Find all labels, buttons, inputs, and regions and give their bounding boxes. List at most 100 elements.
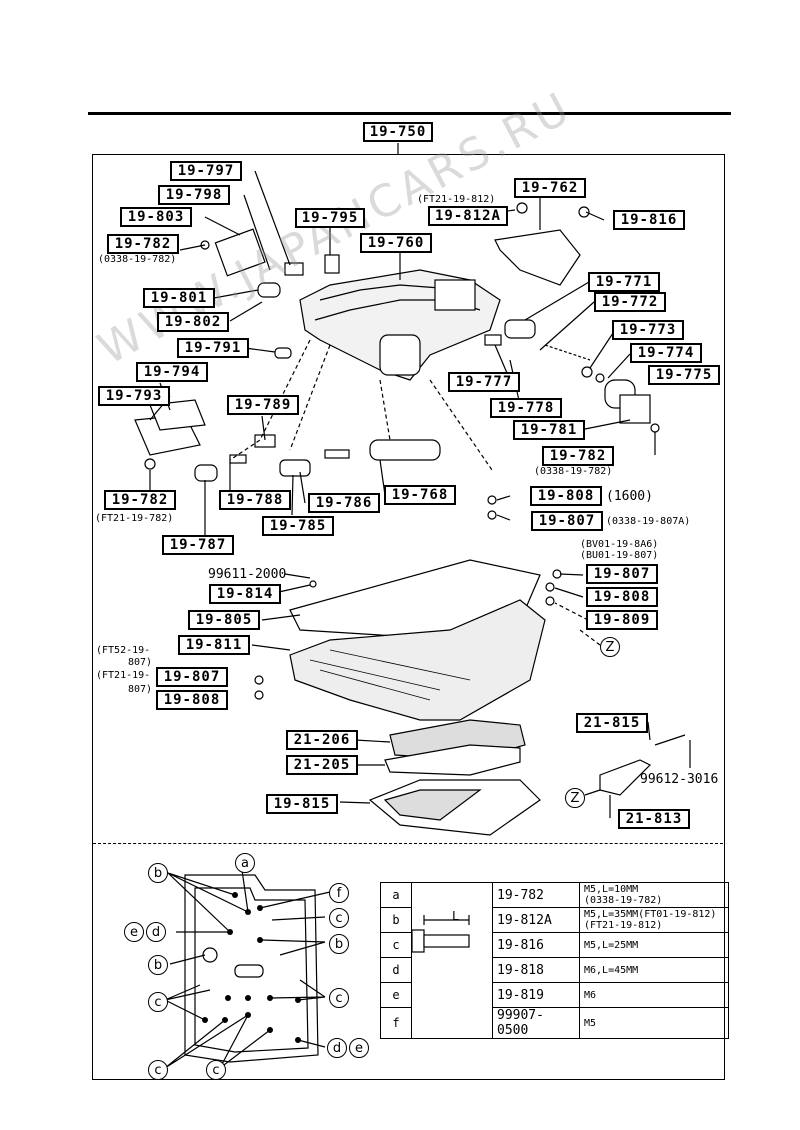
- spec-cell: M5: [579, 1007, 729, 1039]
- part-number-cell: 19-816: [492, 932, 580, 958]
- part-label-21-206: 21-206: [286, 730, 358, 750]
- key-cell: a: [380, 882, 412, 908]
- callout-e-1: e: [124, 922, 144, 942]
- note-1600: (1600): [606, 489, 653, 504]
- part-label-19-772: 19-772: [594, 292, 666, 312]
- table-row: e 19-819 M6: [380, 982, 729, 1008]
- spec-line-2: (0338-19-782): [584, 895, 663, 906]
- part-label-19-814: 19-814: [209, 584, 281, 604]
- part-number-cell: 19-819: [492, 982, 580, 1008]
- part-label-19-793: 19-793: [98, 386, 170, 406]
- part-label-19-801: 19-801: [143, 288, 215, 308]
- callout-a: a: [235, 853, 255, 873]
- part-label-19-771: 19-771: [588, 272, 660, 292]
- part-label-19-789: 19-789: [227, 395, 299, 415]
- part-label-19-808-a: 19-808: [530, 486, 602, 506]
- diagram-frame: [92, 154, 725, 1080]
- note-0338-19-782-a: (0338-19-782): [98, 254, 177, 265]
- part-label-19-782-c: 19-782: [104, 490, 176, 510]
- callout-b-2: b: [329, 934, 349, 954]
- part-label-19-797: 19-797: [170, 161, 242, 181]
- key-cell: d: [380, 957, 412, 983]
- spec-line-2: (FT21-19-812): [584, 920, 663, 931]
- fastener-spec-table: a L 19-782 M5,L=10MM(0338-19-782) b 19-8…: [380, 882, 729, 1039]
- part-label-19-774: 19-774: [630, 343, 702, 363]
- part-label-21-815: 21-815: [576, 713, 648, 733]
- part-label-19-762: 19-762: [514, 178, 586, 198]
- key-cell: f: [380, 1007, 412, 1039]
- spec-cell: M5,L=10MM(0338-19-782): [579, 882, 729, 908]
- spec-line: M5,L=10MM: [584, 884, 639, 895]
- note-bv01-19-8a6: (BV01-19-8A6): [580, 539, 659, 550]
- part-label-19-794: 19-794: [136, 362, 208, 382]
- callout-f: f: [329, 883, 349, 903]
- part-label-19-781: 19-781: [513, 420, 585, 440]
- part-label-19-808-b: 19-808: [586, 587, 658, 607]
- callout-e-2: e: [349, 1038, 369, 1058]
- part-label-19-782-a: 19-782: [107, 234, 179, 254]
- part-number-cell: 19-818: [492, 957, 580, 983]
- callout-z-lower: Z: [565, 788, 585, 808]
- callout-d-1: d: [146, 922, 166, 942]
- part-label-19-802: 19-802: [157, 312, 229, 332]
- assembly-label: 19-750: [363, 122, 433, 142]
- callout-c-1: c: [329, 908, 349, 928]
- part-label-21-205: 21-205: [286, 755, 358, 775]
- part-label-19-807-c: 19-807: [156, 667, 228, 687]
- part-label-19-808-c: 19-808: [156, 690, 228, 710]
- part-label-19-785: 19-785: [262, 516, 334, 536]
- note-0338-19-807A: (0338-19-807A): [606, 516, 691, 527]
- part-label-19-795: 19-795: [295, 208, 365, 228]
- spec-cell: M5,L=25MM: [579, 932, 729, 958]
- callout-z-upper: Z: [600, 637, 620, 657]
- part-label-19-803: 19-803: [120, 207, 192, 227]
- part-label-19-807-a: 19-807: [531, 511, 603, 531]
- callout-b-1: b: [148, 863, 168, 883]
- table-row: f 99907-0500 M5: [380, 1007, 729, 1039]
- dimension-l-label: L: [452, 908, 460, 923]
- note-ft52-19-b: 807): [128, 657, 153, 668]
- note-ft21-19-b: 807): [128, 684, 153, 695]
- part-label-19-805: 19-805: [188, 610, 260, 630]
- key-cell: c: [380, 932, 412, 958]
- note-ft21-19-a: (FT21-19-: [96, 670, 151, 681]
- part-label-19-773: 19-773: [612, 320, 684, 340]
- part-label-19-809: 19-809: [586, 610, 658, 630]
- spec-cell: M6: [579, 982, 729, 1008]
- part-number-cell: 19-782: [492, 882, 580, 908]
- note-bu01-19-807: (BU01-19-807): [580, 550, 659, 561]
- table-row: a L 19-782 M5,L=10MM(0338-19-782): [380, 882, 729, 1039]
- key-cell: b: [380, 907, 412, 933]
- callout-c-4: c: [148, 1060, 168, 1080]
- part-label-19-798: 19-798: [158, 185, 230, 205]
- part-label-19-768: 19-768: [384, 485, 456, 505]
- callout-c-2: c: [148, 992, 168, 1012]
- part-number-cell: 99907-0500: [492, 1007, 580, 1039]
- section-divider: [93, 843, 723, 844]
- key-cell: e: [380, 982, 412, 1008]
- top-rule: [88, 112, 731, 115]
- part-label-19-816: 19-816: [613, 210, 685, 230]
- part-label-99612-3016: 99612-3016: [640, 772, 719, 787]
- part-label-19-778: 19-778: [490, 398, 562, 418]
- spec-cell: M6,L=45MM: [579, 957, 729, 983]
- callout-d-2: d: [327, 1038, 347, 1058]
- part-label-19-788: 19-788: [219, 490, 291, 510]
- note-ft21-19-782: (FT21-19-782): [95, 513, 174, 524]
- part-label-19-786: 19-786: [308, 493, 380, 513]
- note-ft52-19-a: (FT52-19-: [96, 645, 151, 656]
- callout-c-3: c: [329, 988, 349, 1008]
- bolt-illustration-cell: L: [411, 882, 493, 1039]
- part-label-19-782-b: 19-782: [542, 446, 614, 466]
- part-label-19-807-b: 19-807: [586, 564, 658, 584]
- part-label-19-812A: 19-812A: [428, 206, 508, 226]
- part-label-19-811: 19-811: [178, 635, 250, 655]
- part-label-19-777: 19-777: [448, 372, 520, 392]
- part-label-99611-2000: 99611-2000: [208, 567, 287, 582]
- note-0338-19-782-b: (0338-19-782): [534, 466, 613, 477]
- part-label-19-791: 19-791: [177, 338, 249, 358]
- part-label-19-775: 19-775: [648, 365, 720, 385]
- callout-b-3: b: [148, 955, 168, 975]
- part-label-19-787: 19-787: [162, 535, 234, 555]
